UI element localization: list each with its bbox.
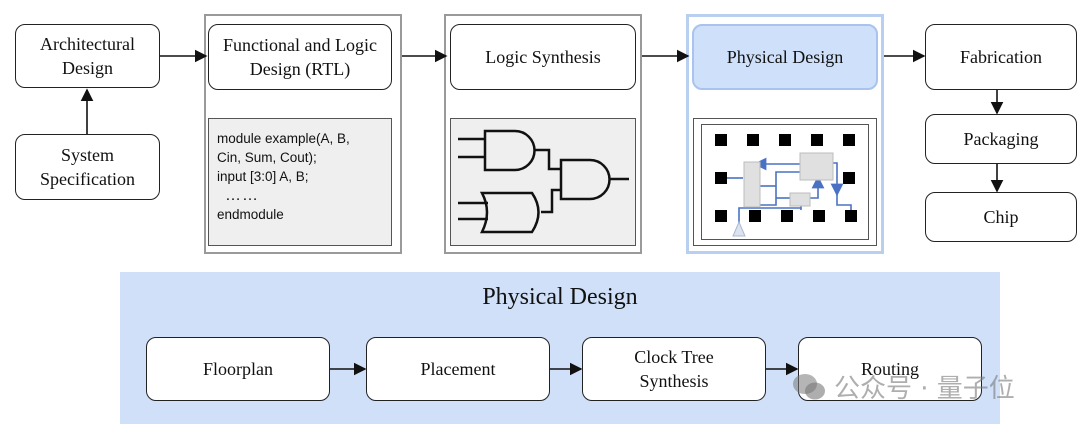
- placement-box: Placement: [366, 337, 550, 401]
- and-gate-icon: [483, 129, 536, 172]
- wechat-icon: [793, 373, 825, 399]
- flow-arrows: [80, 49, 1004, 376]
- rtl-code-block: module example(A, B, Cin, Sum, Cout); in…: [208, 118, 392, 246]
- panel-title: Physical Design: [482, 284, 638, 310]
- architectural-design-box: Architectural Design: [15, 24, 160, 88]
- floorplan-box: Floorplan: [146, 337, 330, 401]
- logic-gates: [458, 129, 629, 234]
- routing-wires: [727, 157, 852, 228]
- code-line: input [3:0] A, B;: [217, 169, 309, 184]
- die-outline: [701, 124, 869, 240]
- watermark-text: 公众号 · 量子位: [834, 374, 1015, 404]
- or-gate-icon: [479, 191, 540, 234]
- clock-source-icon: [732, 220, 746, 237]
- macro-block: [789, 192, 811, 207]
- io-pads: [715, 134, 857, 222]
- packaging-box: Packaging: [925, 114, 1077, 164]
- macro-block: [743, 161, 761, 208]
- code-line: module example(A, B,: [217, 131, 350, 146]
- code-line: Cin, Sum, Cout);: [217, 150, 317, 165]
- functional-logic-design-box: Functional and Logic Design (RTL): [208, 24, 392, 90]
- clock-tree-synthesis-box: Clock Tree Synthesis: [582, 337, 766, 401]
- macro-block: [799, 152, 834, 181]
- watermark: 公众号 · 量子位: [792, 368, 1015, 405]
- and-gate-icon: [559, 158, 611, 201]
- physical-design-box: Physical Design: [692, 24, 878, 90]
- code-line: endmodule: [217, 207, 284, 222]
- system-specification-box: System Specification: [15, 134, 160, 200]
- code-ellipsis: ……: [225, 187, 259, 204]
- layout-drawing: [715, 134, 857, 237]
- routing-box: Routing: [798, 337, 982, 401]
- logic-synthesis-box: Logic Synthesis: [450, 24, 636, 90]
- fabrication-box: Fabrication: [925, 24, 1077, 90]
